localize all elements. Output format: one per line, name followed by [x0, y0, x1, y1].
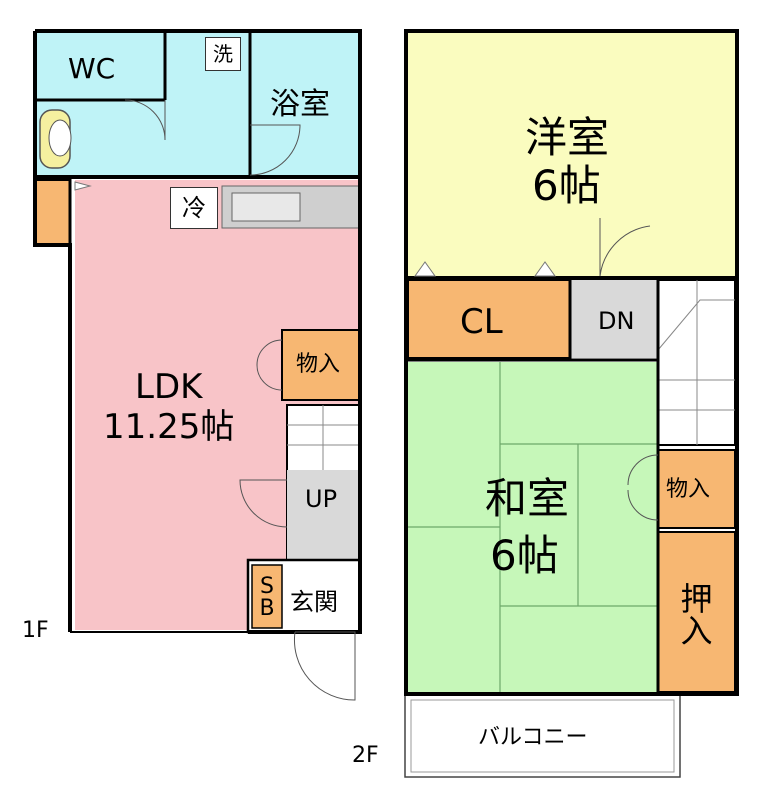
oshiire-label-bottom: 入	[680, 612, 713, 650]
floor2-outer-wall	[404, 29, 739, 696]
shoebox-label: S B	[252, 568, 282, 628]
stairs-up-gray	[287, 470, 360, 560]
balcony-label: バルコニー	[478, 725, 588, 750]
shoebox-label-top: S	[260, 574, 274, 599]
side-storage	[34, 179, 71, 246]
stairs-dn-label: DN	[598, 307, 635, 335]
shoebox-label-bottom: B	[259, 596, 275, 621]
oshiire-label: 押 入	[658, 570, 735, 660]
bath-label: 浴室	[270, 87, 330, 122]
door-swing	[599, 218, 651, 277]
storage-1f-label: 物入	[296, 352, 341, 377]
door-swing	[239, 479, 288, 528]
japanese-size-label: 6帖	[490, 531, 559, 580]
storage-1f	[281, 329, 361, 401]
door-swing	[256, 339, 283, 391]
oshiire-label-top: 押	[680, 580, 713, 618]
door-swing	[249, 124, 301, 176]
stairs-dn	[570, 280, 658, 358]
wc-room	[35, 33, 165, 100]
floor2-label: 2F	[352, 743, 379, 768]
door-swing	[124, 99, 166, 141]
western-room	[408, 31, 735, 276]
oshiire	[657, 531, 736, 693]
tatami-lines	[408, 362, 658, 692]
entrance-label: 玄関	[290, 588, 338, 616]
closet-label: CL	[460, 302, 503, 342]
floor1-label: 1F	[22, 618, 49, 643]
western-name-label: 洋室	[525, 113, 610, 162]
bathroom	[250, 33, 360, 177]
balcony	[404, 694, 681, 778]
wc-label: WC	[68, 52, 116, 85]
laundry-label: 洗	[205, 37, 241, 71]
ldk-size-label: 11.25帖	[103, 407, 235, 447]
toilet-seat	[48, 119, 72, 157]
western-size-label: 6帖	[532, 161, 601, 210]
door-swing	[293, 631, 356, 701]
door-swing	[627, 454, 659, 521]
floor-2	[404, 29, 739, 778]
fridge-label: 冷	[170, 187, 218, 229]
stairs-up-label: UP	[305, 485, 338, 513]
ldk-name-label: LDK	[135, 367, 203, 407]
japanese-name-label: 和室	[485, 474, 570, 523]
shoebox	[251, 564, 283, 629]
storage-2f-label: 物入	[666, 477, 711, 502]
sink	[231, 192, 301, 222]
floor-1	[33, 29, 362, 701]
closet	[407, 279, 571, 359]
